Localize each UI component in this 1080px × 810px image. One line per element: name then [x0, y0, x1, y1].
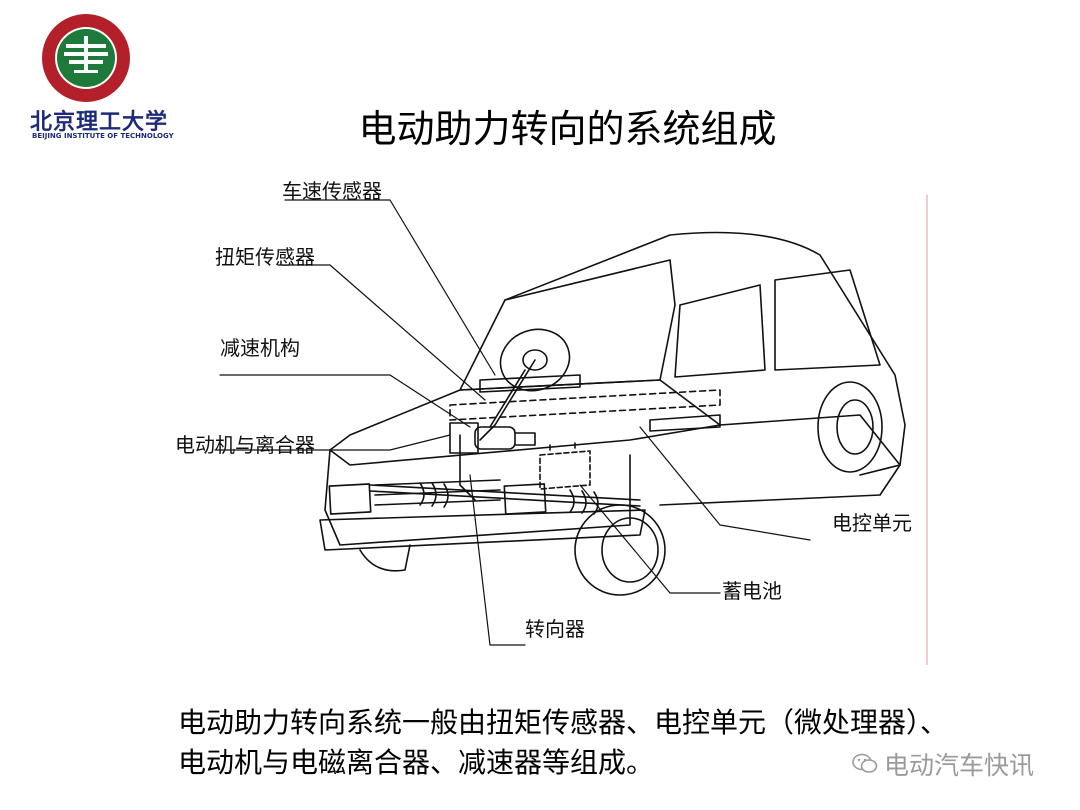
caption-line-2: 电动机与电磁离合器、减速器等组成。 — [178, 746, 655, 779]
university-logo: 北京理工大学 BEIJING INSTITUTE OF TECHNOLOGY — [14, 10, 174, 140]
label-steering-gear: 转向器 — [525, 617, 585, 641]
label-battery: 蓄电池 — [722, 579, 782, 603]
label-ecu: 电控单元 — [832, 511, 912, 535]
eps-system-diagram: 车速传感器 扭矩传感器 减速机构 电动机与离合器 电控单元 蓄电池 转向器 — [160, 165, 950, 666]
battery — [539, 442, 591, 490]
caption: 电动助力转向系统一般由扭矩传感器、电控单元（微处理器）、 电动机与电磁离合器、减… — [178, 703, 1038, 783]
ecu-unit — [449, 374, 721, 432]
motor-clutch — [449, 422, 536, 454]
wheel-front-left — [359, 544, 411, 572]
leader-lines — [214, 199, 811, 646]
label-reduction-mechanism: 减速机构 — [220, 336, 300, 360]
university-name-cn: 北京理工大学 — [30, 109, 169, 135]
label-motor-clutch: 电动机与离合器 — [175, 433, 315, 457]
wechat-icon — [852, 753, 878, 773]
wheel-rear-right — [817, 381, 883, 473]
label-vehicle-speed-sensor: 车速传感器 — [282, 179, 382, 203]
car-body — [319, 231, 906, 551]
caption-line-1: 电动助力转向系统一般由扭矩传感器、电控单元（微处理器）、 — [178, 706, 949, 739]
watermark-text: 电动汽车快讯 — [884, 751, 1035, 780]
watermark: 电动汽车快讯 — [852, 746, 1034, 782]
wheel-front-right — [574, 504, 666, 596]
university-seal-icon — [42, 14, 130, 102]
page-title: 电动助力转向的系统组成 — [358, 107, 777, 151]
university-name-en: BEIJING INSTITUTE OF TECHNOLOGY — [32, 132, 174, 140]
label-torque-sensor: 扭矩传感器 — [215, 245, 315, 269]
